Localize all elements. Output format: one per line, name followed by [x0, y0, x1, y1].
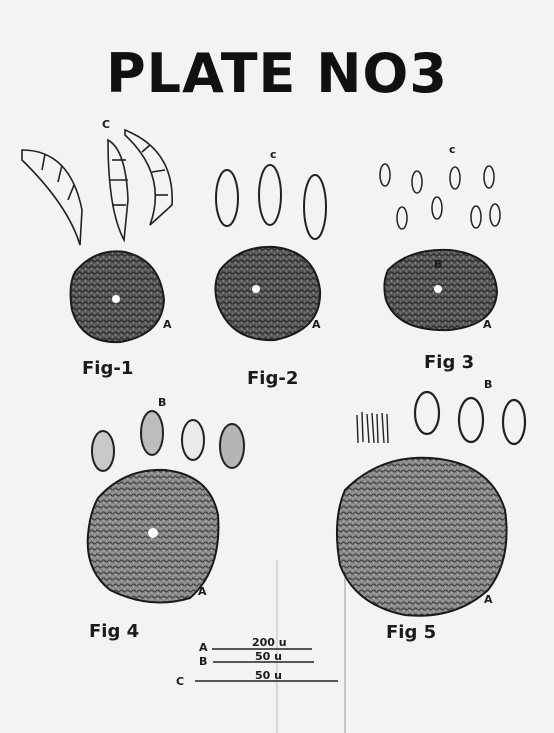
scale-c-label: C — [176, 675, 184, 688]
fig5-spore-label: B — [484, 378, 492, 391]
fig3-center-label: B — [434, 258, 442, 271]
fig3-mass-label: A — [483, 318, 492, 331]
fig4-mass-label: A — [198, 585, 207, 598]
scale-c-length: 50 u — [255, 669, 282, 682]
fig2-mass — [215, 247, 320, 340]
fig1-spore-label: C — [102, 118, 110, 131]
fig4-spore-label: B — [158, 396, 166, 409]
scale-b-length: 50 u — [255, 650, 282, 663]
fig5-spores — [357, 392, 525, 444]
fig1-caption: Fig-1 — [82, 358, 133, 379]
scale-a-label: A — [199, 641, 208, 654]
fig4-spores — [92, 411, 244, 471]
scale-a-length: 200 u — [252, 636, 287, 649]
fig2-caption: Fig-2 — [247, 368, 298, 389]
fig5-caption: Fig 5 — [386, 622, 436, 643]
fig1-mass-label: A — [163, 318, 172, 331]
fig5-mass-label: A — [484, 593, 493, 606]
plate-title: PLATE NO3 — [0, 42, 554, 105]
fig4-mass — [88, 470, 219, 603]
fig2-spore-label: c — [270, 148, 277, 161]
fig1-mass — [71, 251, 164, 342]
fig3-spores — [380, 164, 500, 229]
fig2-mass-label: A — [312, 318, 321, 331]
fig3-caption: Fig 3 — [424, 352, 474, 373]
fig2-spores — [216, 165, 326, 239]
fig4-caption: Fig 4 — [89, 621, 139, 642]
fig3-spore-label: c — [449, 143, 456, 156]
scale-b-label: B — [199, 655, 207, 668]
fig5-mass — [337, 458, 507, 616]
fig1-spores — [22, 130, 172, 245]
